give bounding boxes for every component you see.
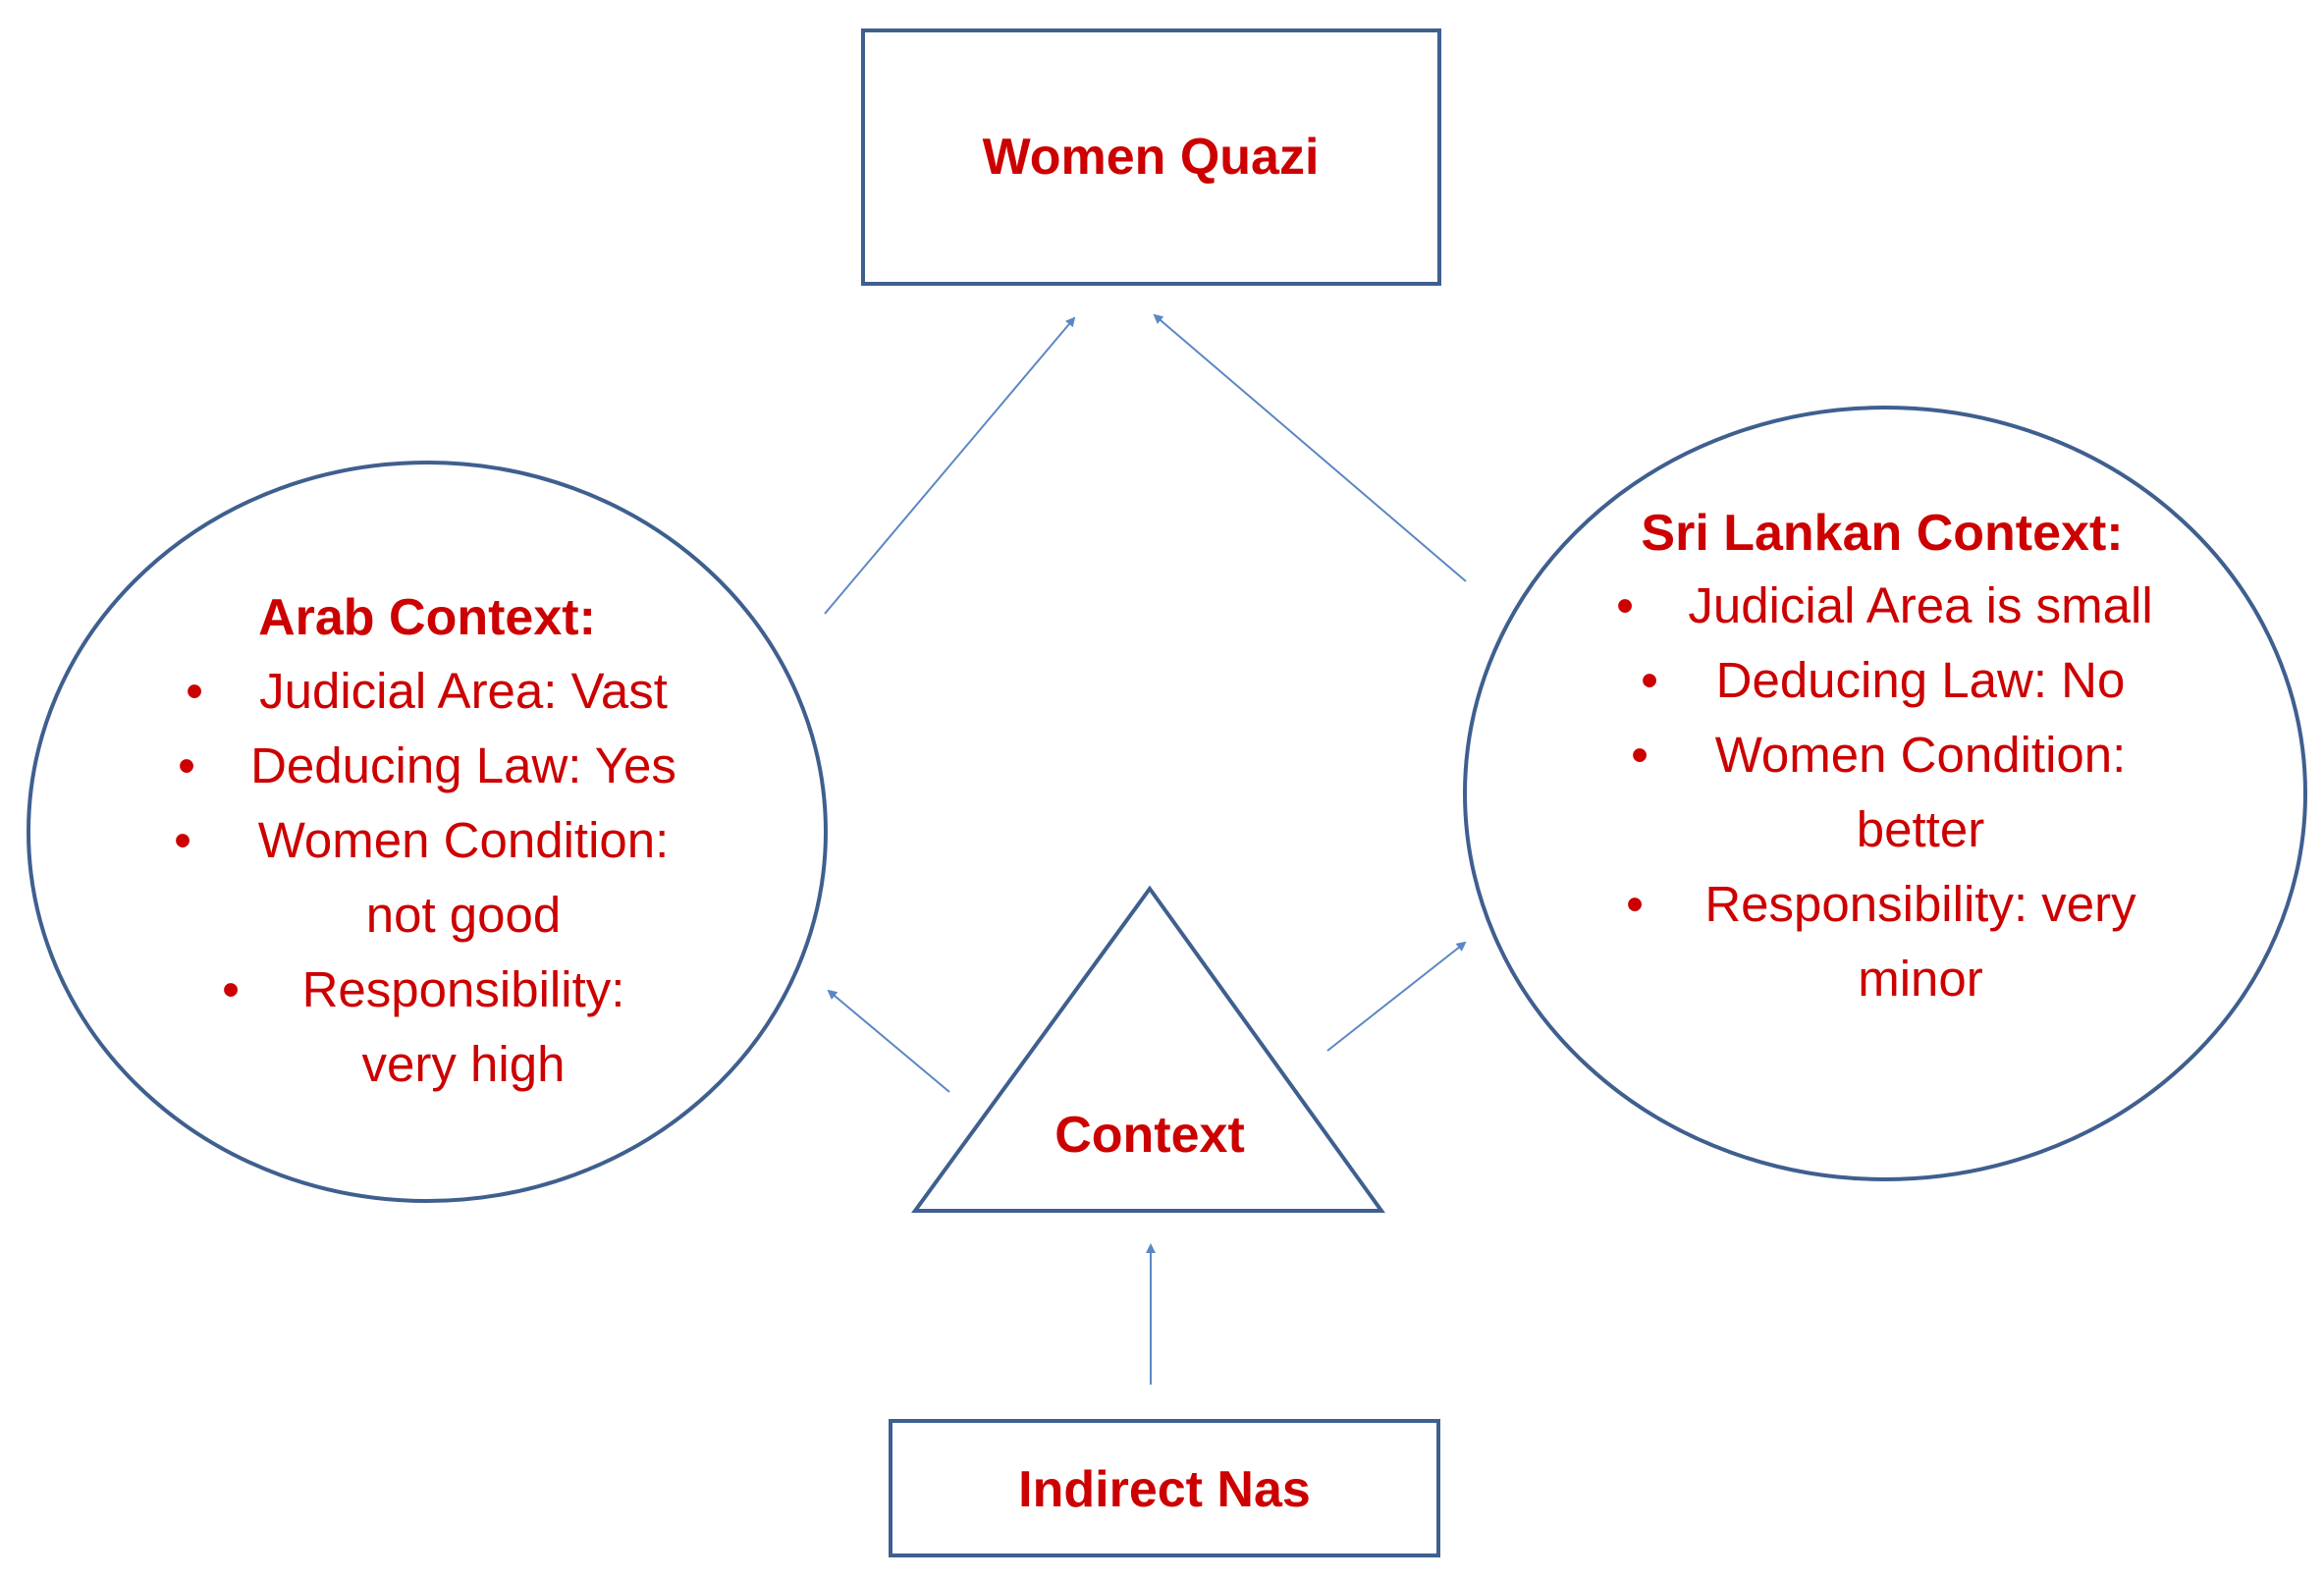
list-item: • Women Condition: better [1631, 727, 2126, 857]
context-node: Context [911, 885, 1385, 1213]
indirect-nas-node: Indirect Nas [889, 1419, 1440, 1557]
bullet-icon: • [222, 961, 240, 1017]
list-item-text: Judicial Area is small [1688, 577, 2152, 633]
bullet-icon: • [1626, 876, 1644, 932]
indirect-nas-box [889, 1419, 1440, 1557]
list-item-text: Responsibility: [302, 961, 625, 1017]
women-quazi-box [861, 28, 1441, 286]
arab-context-node: Arab Context: • Judicial Area: Vast • Deduc… [27, 461, 828, 1203]
women-quazi-node: Women Quazi [861, 28, 1441, 286]
list-item-text: Women Condition: [1715, 727, 2127, 783]
bullet-icon: • [174, 812, 191, 868]
list-item-text: very high [362, 1036, 566, 1092]
list-item: • Deducing Law: Yes [178, 737, 676, 793]
arab-context-list: • Judicial Area: Vast • Deducing Law: Yes • W… [174, 663, 676, 1092]
bullet-icon: • [1631, 727, 1648, 783]
list-item-text: Responsibility: very [1704, 876, 2136, 932]
arab-context-ellipse [27, 461, 828, 1203]
arab-context-title: Arab Context: [258, 589, 596, 646]
arrow-context-to-arab [827, 989, 950, 1093]
list-item: • Women Condition: not good [174, 812, 669, 943]
list-item-text: Judicial Area: Vast [259, 663, 668, 719]
list-item: • Deducing Law: No [1641, 652, 2125, 708]
arrow-arab-to-women-quazi [824, 316, 1076, 615]
list-item-text: better [1857, 801, 1984, 857]
sri-lankan-context-title: Sri Lankan Context: [1641, 505, 2123, 562]
list-item: • Judicial Area is small [1616, 577, 2153, 633]
list-item-text: Deducing Law: Yes [250, 737, 676, 793]
women-quazi-label: Women Quazi [983, 129, 1320, 186]
list-item: • Responsibility: very high [222, 961, 624, 1092]
list-item: • Judicial Area: Vast [186, 663, 668, 719]
sri-lankan-context-node: Sri Lankan Context: • Judicial Area is sm… [1463, 406, 2307, 1181]
list-item-text: minor [1858, 951, 1983, 1007]
list-item-text: not good [366, 887, 562, 943]
context-label: Context [1054, 1107, 1245, 1164]
arrow-sri-lankan-to-women-quazi [1153, 313, 1467, 582]
list-item: • Responsibility: very minor [1626, 876, 2136, 1007]
bullet-icon: • [178, 737, 195, 793]
sri-lankan-context-ellipse [1463, 406, 2307, 1181]
bullet-icon: • [1641, 652, 1658, 708]
sri-lankan-context-list: • Judicial Area is small • Deducing Law: No… [1616, 577, 2153, 1007]
list-item-text: Deducing Law: No [1716, 652, 2126, 708]
list-item-text: Women Condition: [258, 812, 670, 868]
bullet-icon: • [186, 663, 203, 719]
indirect-nas-label: Indirect Nas [1018, 1461, 1311, 1518]
arrow-context-to-sri-lankan [1326, 941, 1467, 1052]
context-triangle [911, 885, 1385, 1213]
bullet-icon: • [1616, 577, 1634, 633]
